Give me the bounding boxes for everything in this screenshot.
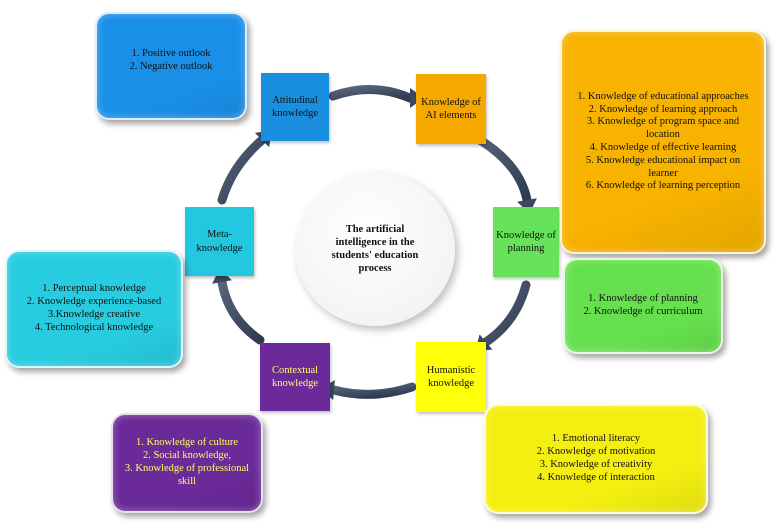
card-item: 1. Emotional literacy: [551, 433, 641, 445]
node-attitudinal-knowledge: Attitudinal knowledge: [261, 73, 329, 141]
card-item: 4. Knowledge of interaction: [537, 471, 655, 483]
card-item: 4. Technological knowledge: [34, 321, 154, 333]
node-label: Knowledge of AI elements: [421, 96, 481, 121]
cycle-arrow-1: [328, 84, 415, 103]
card-item: 2. Knowledge of motivation: [536, 446, 656, 458]
card-item: 1. Knowledge of educational approaches: [577, 90, 749, 102]
card-item: 2. Social knowledge,: [142, 450, 232, 462]
cycle-arrow-5: [217, 277, 265, 345]
card-item: 2. Knowledge of learning approach: [588, 103, 738, 115]
cycle-arrow-4: [329, 382, 417, 399]
card-ai-elements-details: 1. Knowledge of educational approaches 2…: [560, 30, 766, 254]
card-humanistic-details: 1. Emotional literacy 2. Knowledge of mo…: [484, 404, 708, 514]
card-item: 1. Knowledge of planning: [588, 293, 698, 305]
card-contextual-details: 1. Knowledge of culture 2. Social knowle…: [111, 413, 263, 513]
node-humanistic-knowledge: Humanistic knowledge: [416, 342, 486, 412]
node-label: Contextual knowledge: [271, 364, 319, 389]
cycle-arrow-3: [481, 280, 531, 347]
node-label: Knowledge of planning: [496, 229, 556, 254]
card-item: 6. Knowledge of learning perception: [585, 180, 741, 192]
node-contextual-knowledge: Contextual knowledge: [260, 343, 330, 411]
card-item: 3. Knowledge of professional skill: [124, 463, 250, 487]
card-item: 4. Knowledge of effective learning: [589, 142, 737, 153]
card-item: 3.Knowledge creative: [47, 309, 141, 320]
center-title: The artificial intelligence in the stude…: [331, 223, 419, 275]
node-knowledge-of-ai-elements: Knowledge of AI elements: [416, 74, 486, 144]
card-item: 5. Knowledge educational impact on learn…: [585, 154, 741, 179]
card-attitudinal-details: 1. Positive outlook 2. Negative outlook: [95, 12, 247, 120]
cycle-arrow-2: [475, 135, 532, 205]
node-label: Meta- knowledge: [196, 229, 243, 254]
card-item: 2. Knowledge of curriculum: [583, 306, 703, 317]
card-item: 2. Negative outlook: [129, 60, 213, 72]
card-planning-details: 1. Knowledge of planning 2. Knowledge of…: [563, 258, 723, 354]
card-item: 3. Knowledge of creativity: [539, 459, 653, 470]
cycle-arrow-6: [217, 135, 267, 205]
card-item: 1. Positive outlook: [131, 48, 211, 59]
node-knowledge-of-planning: Knowledge of planning: [493, 207, 559, 277]
arrowhead-2: [517, 198, 537, 214]
node-label: Humanistic knowledge: [426, 364, 476, 389]
card-meta-details: 1. Perceptual knowledge 2. Knowledge exp…: [5, 250, 183, 368]
card-item: 1. Knowledge of culture: [135, 437, 239, 449]
node-meta-knowledge: Meta- knowledge: [185, 207, 254, 276]
center-circle: The artificial intelligence in the stude…: [295, 172, 455, 326]
card-item: 2. Knowledge experience-based: [26, 296, 162, 308]
card-item: 3. Knowledge of program space and locati…: [586, 116, 740, 141]
card-item: 1. Perceptual knowledge: [42, 283, 146, 295]
node-label: Attitudinal knowledge: [271, 94, 319, 119]
